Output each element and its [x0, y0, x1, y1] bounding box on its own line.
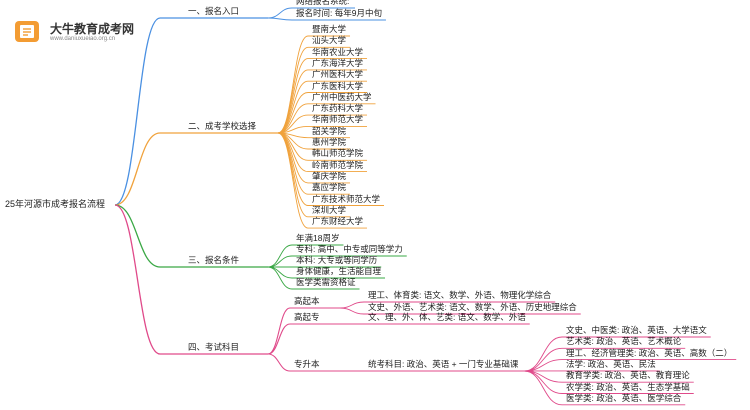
leaf-link [277, 132, 309, 218]
sub-label[interactable]: 高起本 [294, 296, 320, 306]
branch-label[interactable]: 四、考试科目 [188, 342, 240, 352]
leaf-label[interactable]: 暨南大学 [312, 24, 347, 34]
leaf-label[interactable]: 文史、外语、艺术类: 语文、数学、外语、历史地理综合 [368, 302, 577, 312]
sub-link [267, 307, 291, 355]
mid-label[interactable]: 统考科目: 政治、英语 + 一门专业基础课 [368, 359, 519, 369]
leaf-label[interactable]: 嘉应学院 [312, 182, 347, 193]
brand: 大牛教育成考网 www.daniuxueiao.org.cn [14, 14, 134, 48]
leaf-link [277, 132, 309, 195]
sub-link [267, 323, 291, 355]
leaf-label[interactable]: 惠州学院 [312, 137, 347, 147]
leaf-label[interactable]: 华南师范大学 [312, 114, 364, 125]
leaf-label[interactable]: 农学类: 政治、英语、生态学基础 [566, 381, 690, 392]
leaf-link [277, 58, 309, 134]
leaf-link [524, 370, 563, 406]
leaf-link [267, 244, 293, 268]
leaf-label[interactable]: 广东技术师范大学 [312, 193, 381, 204]
leaf-link [277, 132, 309, 173]
branch-link [114, 204, 161, 268]
leaf-link [267, 7, 293, 19]
leaf-label[interactable]: 网络报名系统: [296, 0, 350, 6]
leaf-label[interactable]: 身体健康，生活能自理 [296, 266, 382, 276]
leaf-label[interactable]: 文史、中医类: 政治、英语、大学语文 [566, 325, 707, 335]
leaf-link [277, 103, 309, 134]
leaf-label[interactable]: 法学: 政治、英语、民法 [566, 358, 656, 369]
leaf-label[interactable]: 肇庆学院 [312, 170, 347, 181]
leaf-link [267, 266, 293, 290]
leaf-label[interactable]: 韶关学院 [312, 125, 347, 136]
branch-label[interactable]: 二、成考学校选择 [188, 121, 257, 131]
branch-link [114, 17, 161, 206]
leaf-link [524, 336, 563, 372]
branch-label[interactable]: 三、报名条件 [188, 255, 240, 265]
leaf-label[interactable]: 汕头大学 [312, 35, 347, 46]
leaf-label[interactable]: 年满18周岁 [296, 233, 340, 243]
sub-label[interactable]: 高起专 [294, 312, 320, 322]
leaf-label[interactable]: 专科: 高中、中专或同等学力 [296, 244, 403, 254]
branch-label[interactable]: 一、报名入口 [188, 6, 240, 16]
brand-name: 大牛教育成考网 [50, 22, 135, 36]
leaf-link [267, 255, 293, 268]
leaf-label[interactable]: 华南农业大学 [312, 46, 364, 57]
leaf-label[interactable]: 广东药科大学 [312, 103, 364, 114]
sub-label[interactable]: 专升本 [294, 359, 320, 369]
leaf-link [524, 359, 563, 372]
sub-link [267, 353, 291, 372]
root-node[interactable]: 25年河源市成考报名流程 [5, 199, 106, 209]
leaf-label[interactable]: 艺术类: 政治、英语、艺术概论 [566, 336, 682, 347]
leaf-link [267, 266, 293, 279]
leaf-label[interactable]: 韩山师范学院 [312, 148, 364, 159]
leaf-label[interactable]: 理工、体育类: 语文、数学、外语、物理化学综合 [368, 290, 552, 300]
book-logo-icon [15, 21, 39, 42]
leaf-label[interactable]: 深圳大学 [312, 204, 347, 215]
leaf-label[interactable]: 本科: 大专或等同学历 [296, 255, 378, 265]
leaf-label[interactable]: 广东财经大学 [312, 216, 364, 227]
brand-url: www.daniuxueiao.org.cn [50, 36, 116, 42]
leaf-label[interactable]: 理工、经济管理类: 政治、英语、高数（二） [566, 347, 733, 358]
leaf-link [277, 46, 309, 134]
branch-link [114, 132, 161, 206]
leaf-label[interactable]: 广东海洋大学 [312, 57, 364, 68]
leaf-link [277, 132, 309, 206]
leaf-label[interactable]: 医学类需资格证 [296, 277, 356, 287]
leaf-link [267, 17, 293, 21]
leaf-label[interactable]: 岭南师范学院 [312, 159, 364, 170]
leaf-label[interactable]: 教育学类: 政治、英语、教育理论 [566, 370, 690, 381]
leaf-link [277, 132, 309, 229]
leaf-label[interactable]: 广州中医药大学 [312, 91, 372, 102]
leaf-link [339, 301, 365, 309]
leaf-label[interactable]: 报名时间: 每年9月中旬 [296, 8, 382, 18]
leaf-label[interactable]: 广州医科大学 [312, 69, 364, 80]
leaf-link [339, 307, 365, 315]
leaf-label[interactable]: 广东医科大学 [312, 80, 364, 91]
branch-link [114, 204, 161, 355]
leaf-label[interactable]: 医学类: 政治、英语、医学综合 [566, 392, 682, 403]
leaf-label[interactable]: 文、理、外、体、艺类: 语文、数学、外语 [368, 312, 526, 322]
